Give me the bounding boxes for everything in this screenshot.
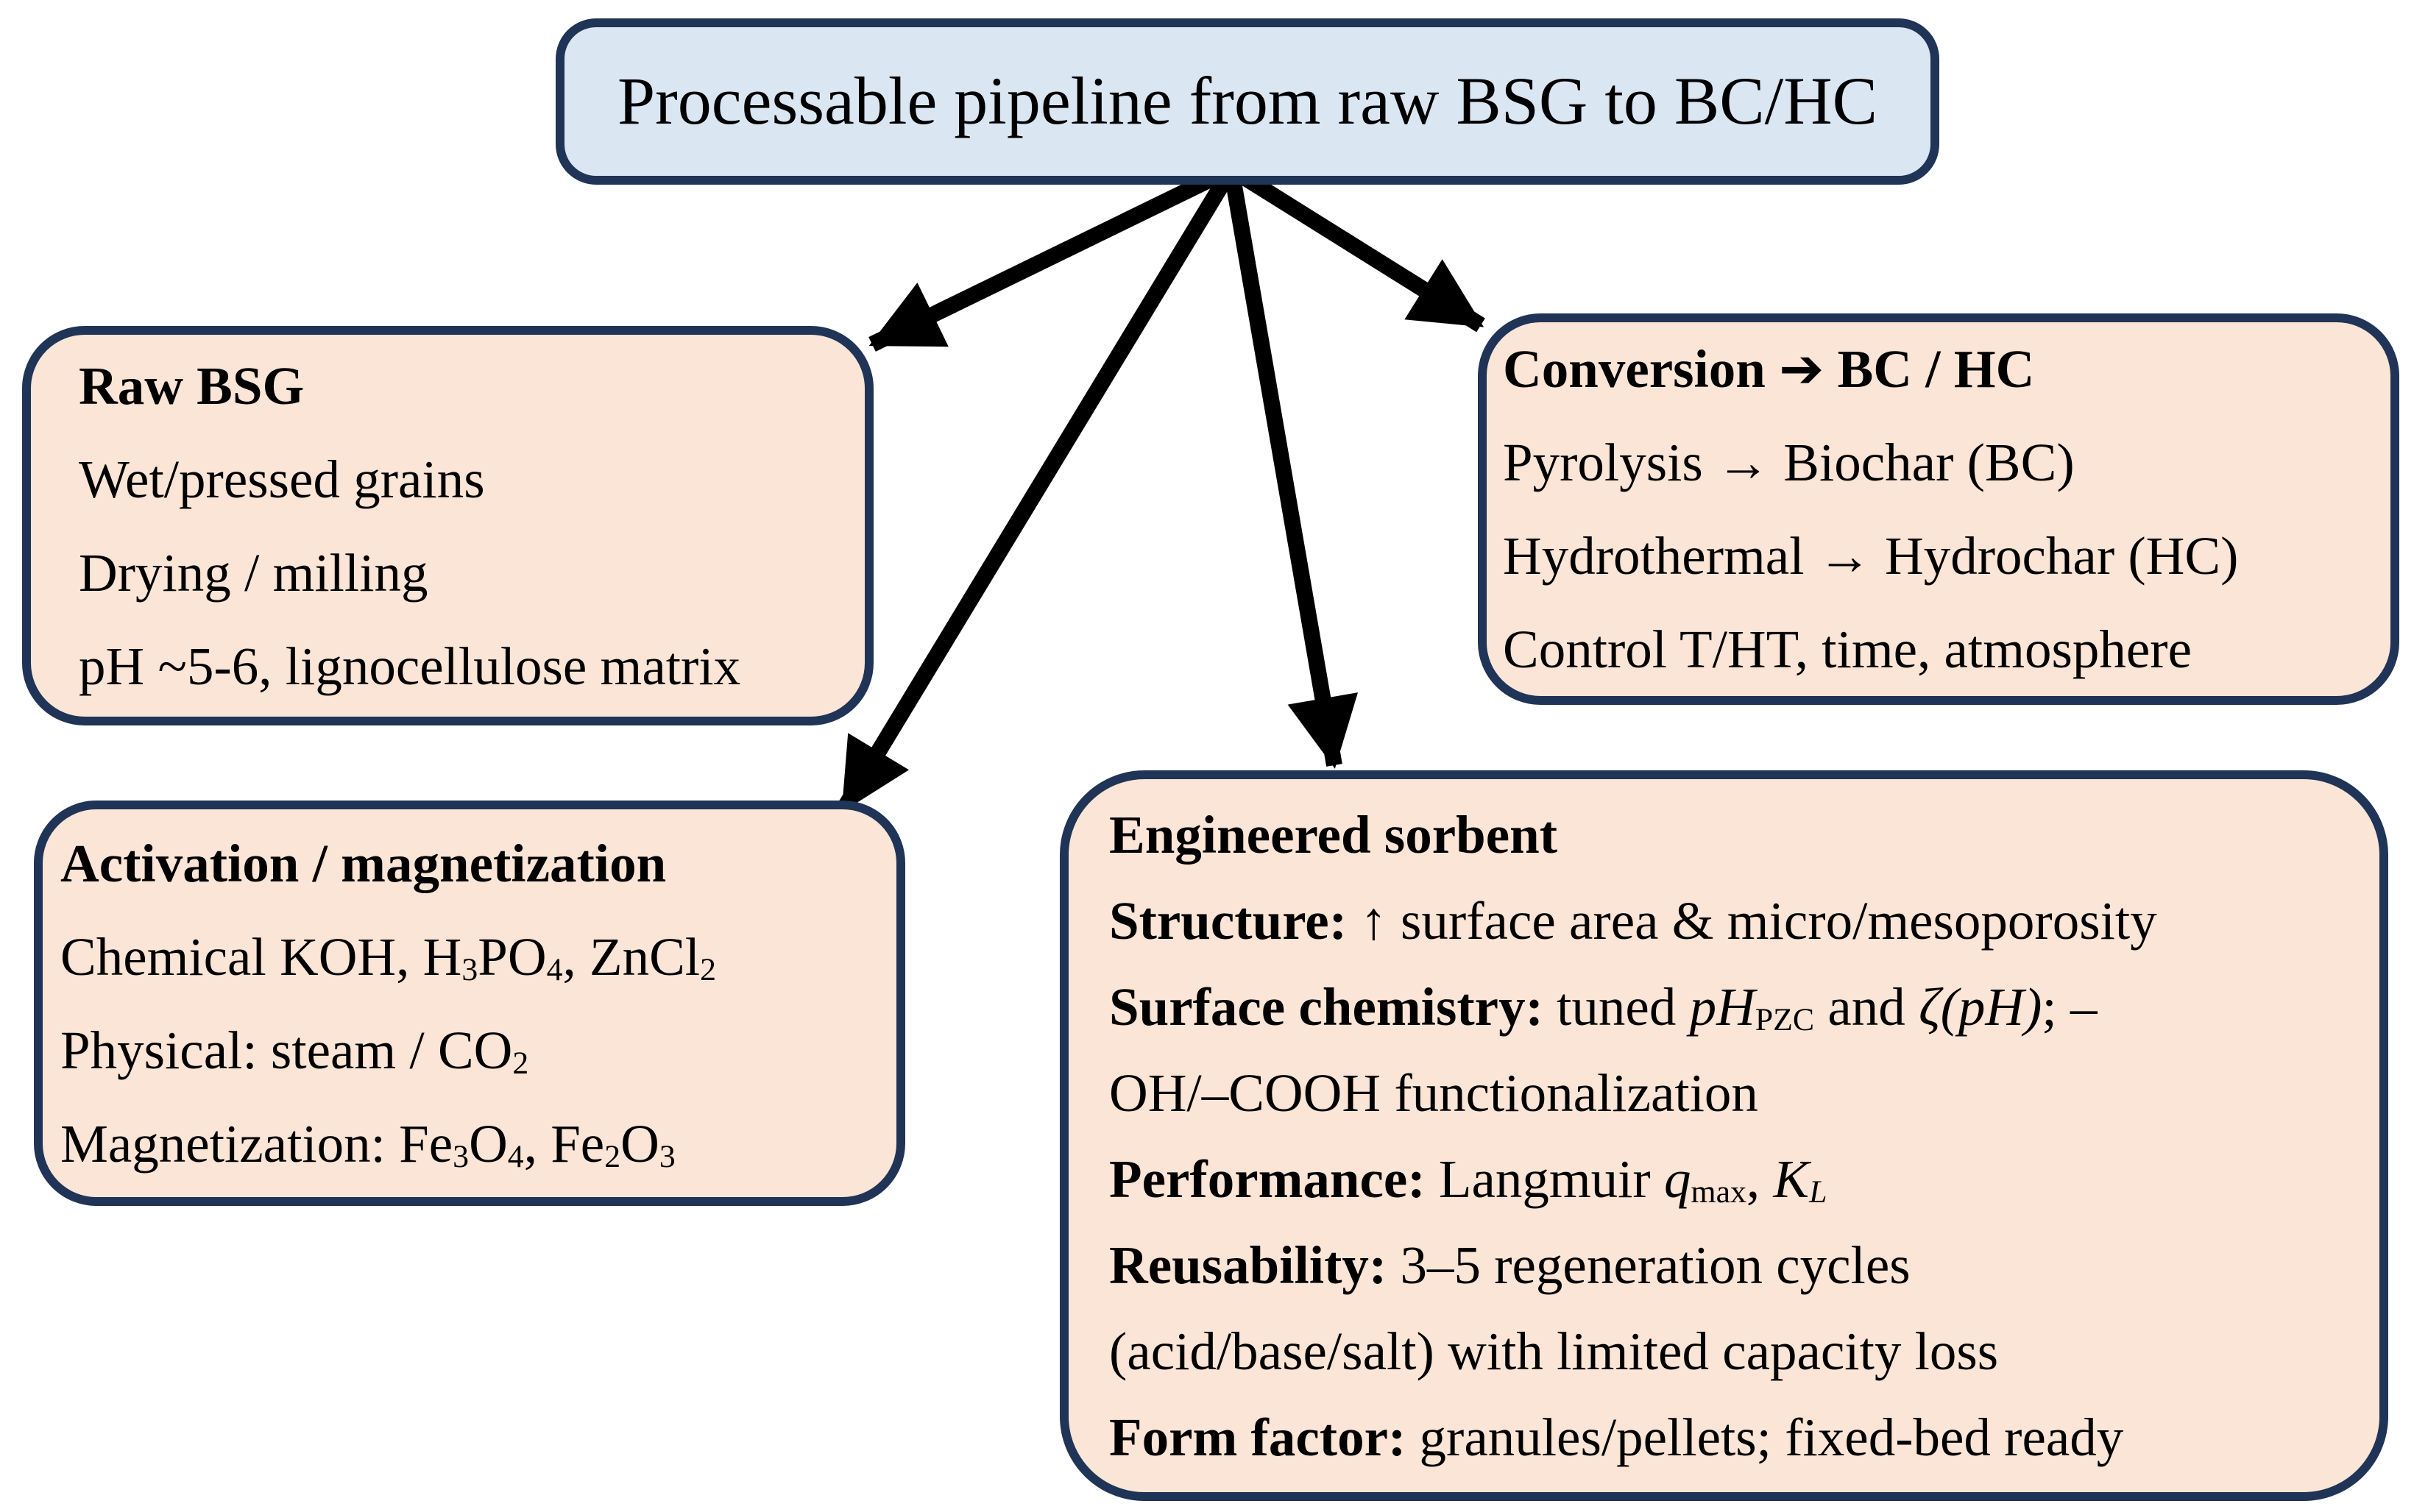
title-box: Processable pipeline from raw BSG to BC/… (556, 18, 1939, 185)
text-line: (acid/base/salt) with limited capacity l… (1109, 1321, 1999, 1381)
text-line: Chemical KOH, H3PO4, ZnCl2 (60, 926, 716, 987)
arrow-to-activation-icon (836, 165, 1239, 814)
text-line: Surface chemistry: tuned pHPZC and ζ(pH)… (1109, 976, 2098, 1037)
text-line: Physical: steam / CO2 (60, 1020, 529, 1081)
arrow-to-engineered-sorbent-icon (1223, 168, 1359, 769)
text-line: Activation / magnetization (60, 833, 667, 893)
text-line: Raw BSG (79, 355, 305, 416)
text-line: Structure: ↑ surface area & micro/mesopo… (1109, 890, 2157, 951)
text-line: Pyrolysis → Biochar (BC) (1503, 433, 2075, 492)
title-text: Processable pipeline from raw BSG to BC/… (617, 63, 1878, 139)
text-line: OH/–COOH functionalization (1109, 1062, 1758, 1123)
text-line: pH ~5-6, lignocellulose matrix (79, 636, 741, 696)
text-line: Magnetization: Fe3O4, Fe2O3 (60, 1113, 676, 1174)
text-line: Performance: Langmuir qmax, KL (1109, 1149, 1827, 1210)
text-line: Form factor: granules/pellets; fixed-bed… (1109, 1407, 2124, 1467)
arrow-to-raw-bsg-icon (868, 162, 1235, 352)
text-line: Engineered sorbent (1109, 804, 1558, 865)
text-line: Control T/HT, time, atmosphere (1503, 620, 2192, 679)
text-line: Conversion ➔ BC / HC (1503, 338, 2035, 400)
text-line: Drying / milling (79, 542, 428, 603)
box-conversion: Conversion ➔ BC / HC Pyrolysis → Biochar … (1478, 313, 2399, 705)
arrow-to-conversion-icon (1227, 162, 1485, 333)
text-line: Wet/pressed grains (79, 449, 485, 509)
text-line: Hydrothermal → Hydrochar (HC) (1503, 526, 2239, 586)
text-line: Reusability: 3–5 regeneration cycles (1109, 1235, 1911, 1295)
